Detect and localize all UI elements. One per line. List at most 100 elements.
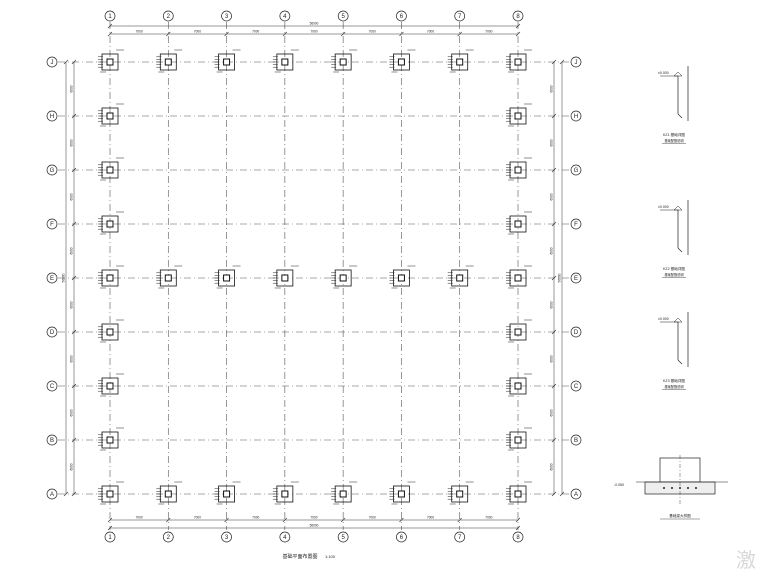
footing-8J-column xyxy=(514,58,522,66)
footing-2E-column xyxy=(164,274,172,282)
axis-right-F-label: F xyxy=(574,222,578,228)
dim-right-rows-tick-8 xyxy=(551,491,557,497)
footing-3A-column xyxy=(223,490,231,498)
axis-left-F-circle xyxy=(46,218,58,230)
dim-bottom-bays-tick-2 xyxy=(224,517,229,523)
footing-7J xyxy=(447,49,474,73)
footing-6E-column xyxy=(397,274,405,282)
footing-6J-column xyxy=(397,58,405,66)
footing-7A xyxy=(447,481,474,505)
footing-5E xyxy=(331,265,358,289)
footing-1B xyxy=(98,427,124,451)
axis-right-A-circle xyxy=(570,488,582,500)
footing-4A-column xyxy=(281,490,289,498)
footing-4E xyxy=(272,265,299,289)
footing-8F-column xyxy=(514,220,522,228)
footing-1H xyxy=(98,103,124,127)
footing-1C-column xyxy=(106,382,114,390)
dim-left-rows-text-3: 6000 xyxy=(70,247,74,254)
axis-bottom-8-circle xyxy=(512,531,524,543)
detail-4-title: 基础梁大样图 xyxy=(669,513,691,518)
axis-right-H-label: H xyxy=(574,114,578,120)
axis-left-J-circle xyxy=(46,56,58,68)
dim-bottom-bays-text-1: 7000 xyxy=(194,516,201,520)
detail-4-rebar-2 xyxy=(679,487,681,489)
dim-left-rows-tick-1 xyxy=(71,113,77,119)
axis-bottom-2-circle xyxy=(162,531,174,543)
detail-4-level: -0.050 xyxy=(614,483,624,487)
axis-bottom-2-label: 2 xyxy=(167,535,171,541)
axis-top-4-circle xyxy=(279,10,291,22)
footing-2J xyxy=(156,49,183,73)
axis-top-4-label: 4 xyxy=(283,14,287,20)
axis-right-J-label: J xyxy=(575,60,578,66)
dim-top-bays-tick-3 xyxy=(282,31,288,37)
footing-1H-column xyxy=(106,112,114,120)
detail-2-subtitle: 基础配筋说明 xyxy=(664,272,683,277)
footing-1J xyxy=(98,49,124,73)
axis-bottom-8-label: 8 xyxy=(516,535,520,541)
footing-1C xyxy=(98,373,124,397)
axis-top-2-label: 2 xyxy=(167,14,171,20)
axis-right-H-circle xyxy=(570,110,582,122)
footing-1E xyxy=(98,265,124,289)
axis-top-7-label: 7 xyxy=(458,14,462,20)
footing-4J-column xyxy=(281,58,289,66)
dim-right-rows-tick-0 xyxy=(551,59,557,65)
footing-8D-column xyxy=(514,328,522,336)
axis-top-1-circle xyxy=(104,10,116,22)
axis-right-G-label: G xyxy=(574,168,579,174)
dim-left-rows-text-2: 6000 xyxy=(70,193,74,200)
footing-6A xyxy=(389,481,416,505)
dim-bottom-bays-text-2: 7000 xyxy=(252,516,259,520)
dim-bottom-bays-text-6: 7000 xyxy=(485,516,492,520)
axis-left-C-label: C xyxy=(50,384,55,390)
detail-1-section xyxy=(677,76,683,119)
detail-2-level-mark xyxy=(673,205,683,211)
dim-left-overall-tick-1 xyxy=(63,491,69,497)
dim-left-rows-text-7: 6000 xyxy=(70,463,74,470)
axis-bottom-7-label: 7 xyxy=(458,535,462,541)
axis-left-G-circle xyxy=(46,164,58,176)
axis-right-D-label: D xyxy=(574,330,579,336)
footing-1F xyxy=(98,211,124,235)
axis-left-F-label: F xyxy=(50,222,54,228)
axis-left-E-label: E xyxy=(50,276,54,282)
axis-top-5-label: 5 xyxy=(341,14,345,20)
footing-7A-column xyxy=(456,490,464,498)
dim-right-rows-tick-4 xyxy=(551,275,557,281)
detail-2-section xyxy=(677,210,683,253)
footing-6E xyxy=(389,265,416,289)
dim-left-rows-text-0: 6000 xyxy=(70,85,74,92)
dim-left-rows-text-6: 6000 xyxy=(70,409,74,416)
axis-top-8-circle xyxy=(512,10,524,22)
dim-right-rows-tick-5 xyxy=(551,329,557,335)
dim-left-rows-text-1: 6000 xyxy=(70,139,74,146)
axis-top-8-label: 8 xyxy=(516,14,520,20)
dim-right-rows-text-5: 6000 xyxy=(550,355,554,362)
axis-right-F-circle xyxy=(570,218,582,230)
dim-bottom-bays-text-0: 7000 xyxy=(136,516,143,520)
axis-top-5-circle xyxy=(337,10,349,22)
footing-1G-column xyxy=(106,166,114,174)
axis-top-2-circle xyxy=(162,10,174,22)
footing-8E xyxy=(506,265,532,289)
footing-1A-column xyxy=(106,490,114,498)
dim-right-rows-text-2: 6000 xyxy=(550,193,554,200)
detail-4: -0.050 基础梁大样图 xyxy=(614,455,728,520)
footing-1F-column xyxy=(106,220,114,228)
dim-bottom-bays-tick-3 xyxy=(282,517,288,523)
dim-bottom-bays-tick-6 xyxy=(457,517,462,523)
dim-right-overall-tick-0 xyxy=(559,59,565,65)
detail-1-subtitle: 基础配筋说明 xyxy=(664,138,683,143)
dim-bottom-overall-tick-0 xyxy=(107,525,113,531)
footing-4E-column xyxy=(281,274,289,282)
footing-8G xyxy=(506,157,532,181)
detail-2-level: ±0.000 xyxy=(658,205,669,209)
axis-right-J-circle xyxy=(570,56,582,68)
axis-left-E-circle xyxy=(46,272,58,284)
footing-3J-column xyxy=(223,58,231,66)
